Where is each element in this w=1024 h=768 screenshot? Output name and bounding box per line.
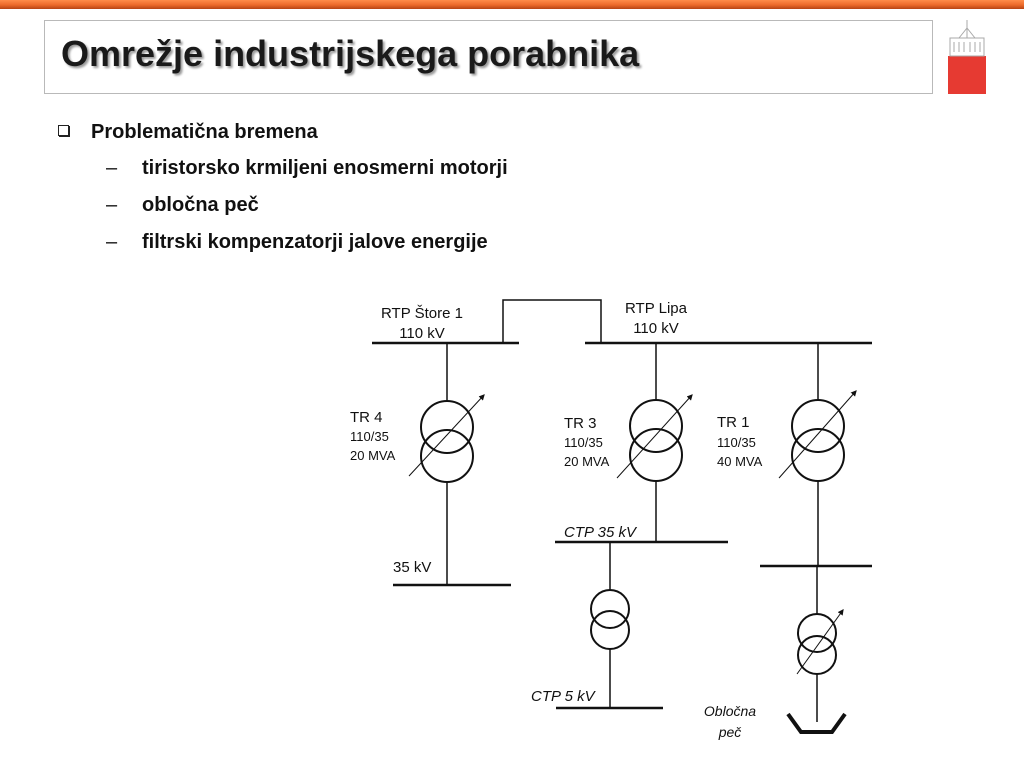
- tr3-power: 20 MVA: [564, 454, 610, 469]
- checkbox-bullet-icon: [58, 125, 69, 136]
- slide-title: Omrežje industrijskega porabnika: [61, 33, 640, 74]
- rtp-lipa-voltage: 110 kV: [633, 320, 679, 337]
- rtp-store-voltage: 110 kV: [399, 325, 445, 342]
- transformer-tr3: [616, 343, 693, 542]
- furnace-label-2: peč: [718, 724, 742, 740]
- transformer-ctp: [590, 542, 630, 708]
- dash-marker: –: [106, 194, 118, 216]
- arc-furnace-icon: [786, 712, 847, 734]
- tr4-ratio: 110/35: [350, 429, 389, 444]
- university-logo: [948, 20, 986, 94]
- tie-line: [502, 299, 602, 343]
- bus-35kv-label: 35 kV: [393, 559, 431, 576]
- dash-marker: –: [106, 231, 118, 253]
- transformer-tr1: [778, 343, 857, 566]
- ctp-5-label: CTP 5 kV: [531, 688, 597, 705]
- rtp-store-name: RTP Štore 1: [381, 305, 463, 322]
- sub-item: –filtrski kompenzatorji jalove energije: [106, 231, 488, 253]
- top-accent-bar: [0, 0, 1024, 9]
- tr1-power: 40 MVA: [717, 454, 763, 469]
- tr4-name: TR 4: [350, 409, 383, 426]
- tr3-ratio: 110/35: [564, 435, 603, 450]
- furnace-label-1: Obločna: [704, 703, 756, 719]
- ctp-35-label: CTP 35 kV: [564, 524, 638, 541]
- sub-item: –tiristorsko krmiljeni enosmerni motorji: [106, 157, 508, 179]
- rtp-lipa-name: RTP Lipa: [625, 300, 688, 317]
- tr1-name: TR 1: [717, 414, 750, 431]
- bullet-item: Problematična bremena: [58, 121, 318, 144]
- dash-marker: –: [106, 157, 118, 179]
- tr4-power: 20 MVA: [350, 448, 396, 463]
- transformer-furnace: [796, 566, 844, 722]
- tr1-ratio: 110/35: [717, 435, 756, 450]
- transformer-tr4: [408, 343, 485, 585]
- title-box: Omrežje industrijskega porabnika: [44, 20, 933, 94]
- sub-item: –obločna peč: [106, 194, 259, 216]
- tr3-name: TR 3: [564, 415, 597, 432]
